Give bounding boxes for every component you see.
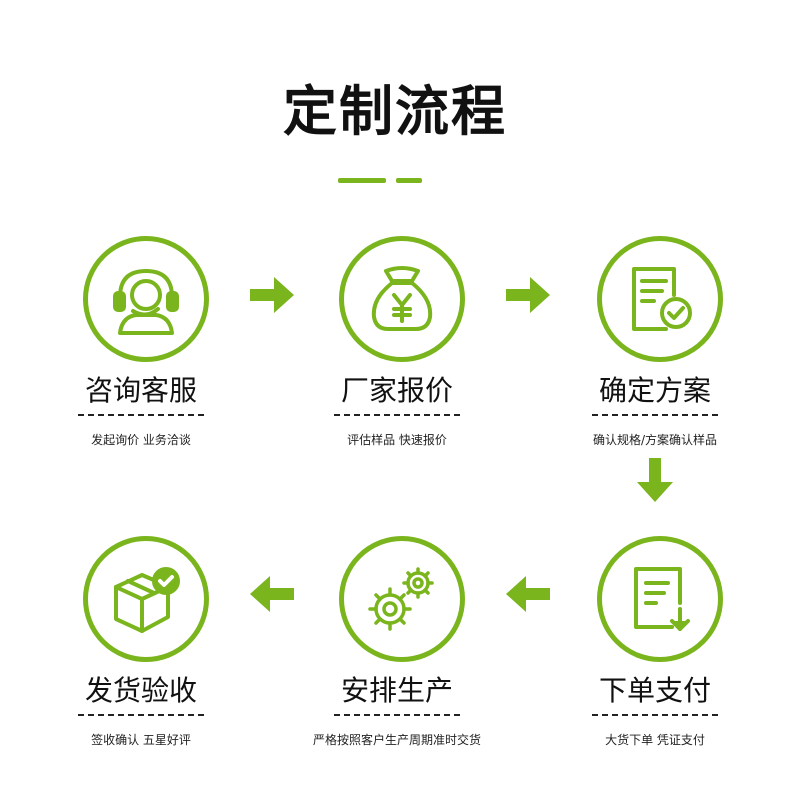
- step-subtitle: 严格按照客户生产周期准时交货: [312, 733, 481, 747]
- step-title: 安排生产: [340, 674, 453, 707]
- page-title: 定制流程: [283, 80, 507, 143]
- dashed-divider: [334, 714, 460, 716]
- dashed-divider: [78, 714, 204, 716]
- dashed-divider: [78, 414, 204, 416]
- arrow-right-icon: [506, 277, 550, 313]
- step-icon-circle: [83, 536, 209, 662]
- step-subtitle: 确认规格/方案确认样品: [592, 433, 718, 447]
- step-subtitle: 签收确认 五星好评: [91, 733, 191, 747]
- title-decoration-short: [396, 178, 422, 183]
- step-title: 下单支付: [598, 674, 711, 707]
- customer-service-headset-icon: [113, 269, 179, 335]
- dashed-divider: [592, 414, 718, 416]
- step-title: 发货验收: [84, 674, 197, 707]
- arrow-left-icon: [250, 576, 294, 612]
- package-check-icon: [114, 567, 180, 633]
- gears-icon: [368, 567, 434, 631]
- step-title: 厂家报价: [340, 374, 453, 407]
- step-subtitle: 大货下单 凭证支付: [605, 733, 705, 747]
- arrow-left-icon: [506, 576, 550, 612]
- step-title: 确定方案: [598, 374, 711, 407]
- step-icon-circle: [339, 236, 465, 362]
- arrow-right-icon: [250, 277, 294, 313]
- step-title: 咨询客服: [84, 374, 197, 407]
- dashed-divider: [592, 714, 718, 716]
- step-icon-circle: [83, 236, 209, 362]
- title-decoration-long: [338, 178, 386, 183]
- money-bag-icon: [371, 266, 433, 331]
- step-subtitle: 评估样品 快速报价: [347, 433, 447, 447]
- step-subtitle: 发起询价 业务洽谈: [91, 433, 191, 447]
- arrow-down-icon: [637, 458, 673, 502]
- step-icon-circle: [339, 536, 465, 662]
- dashed-divider: [334, 414, 460, 416]
- step-icon-circle: [597, 236, 723, 362]
- step-icon-circle: [597, 536, 723, 662]
- order-download-icon: [634, 567, 690, 631]
- document-check-icon: [632, 267, 692, 331]
